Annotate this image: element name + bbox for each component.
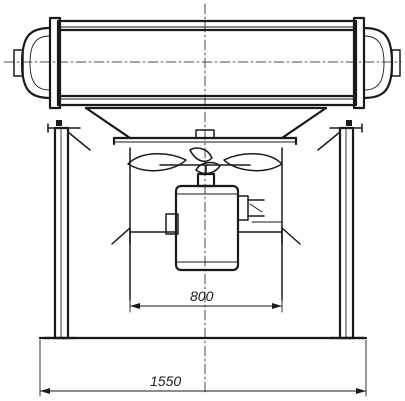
- support-post-right: [317, 120, 366, 340]
- dimension-1550: 1550: [39, 339, 367, 397]
- dimension-label-800: 800: [190, 288, 214, 304]
- fan-frame: [111, 147, 301, 301]
- centerlines: [3, 3, 402, 396]
- hopper: [84, 106, 328, 146]
- fan-blades: [127, 147, 283, 175]
- cylinder-drum: [13, 16, 401, 110]
- support-post-left: [42, 120, 91, 340]
- dimension-800: 800: [129, 288, 283, 313]
- dimension-label-1550: 1550: [150, 373, 181, 389]
- electric-motor: [165, 165, 265, 272]
